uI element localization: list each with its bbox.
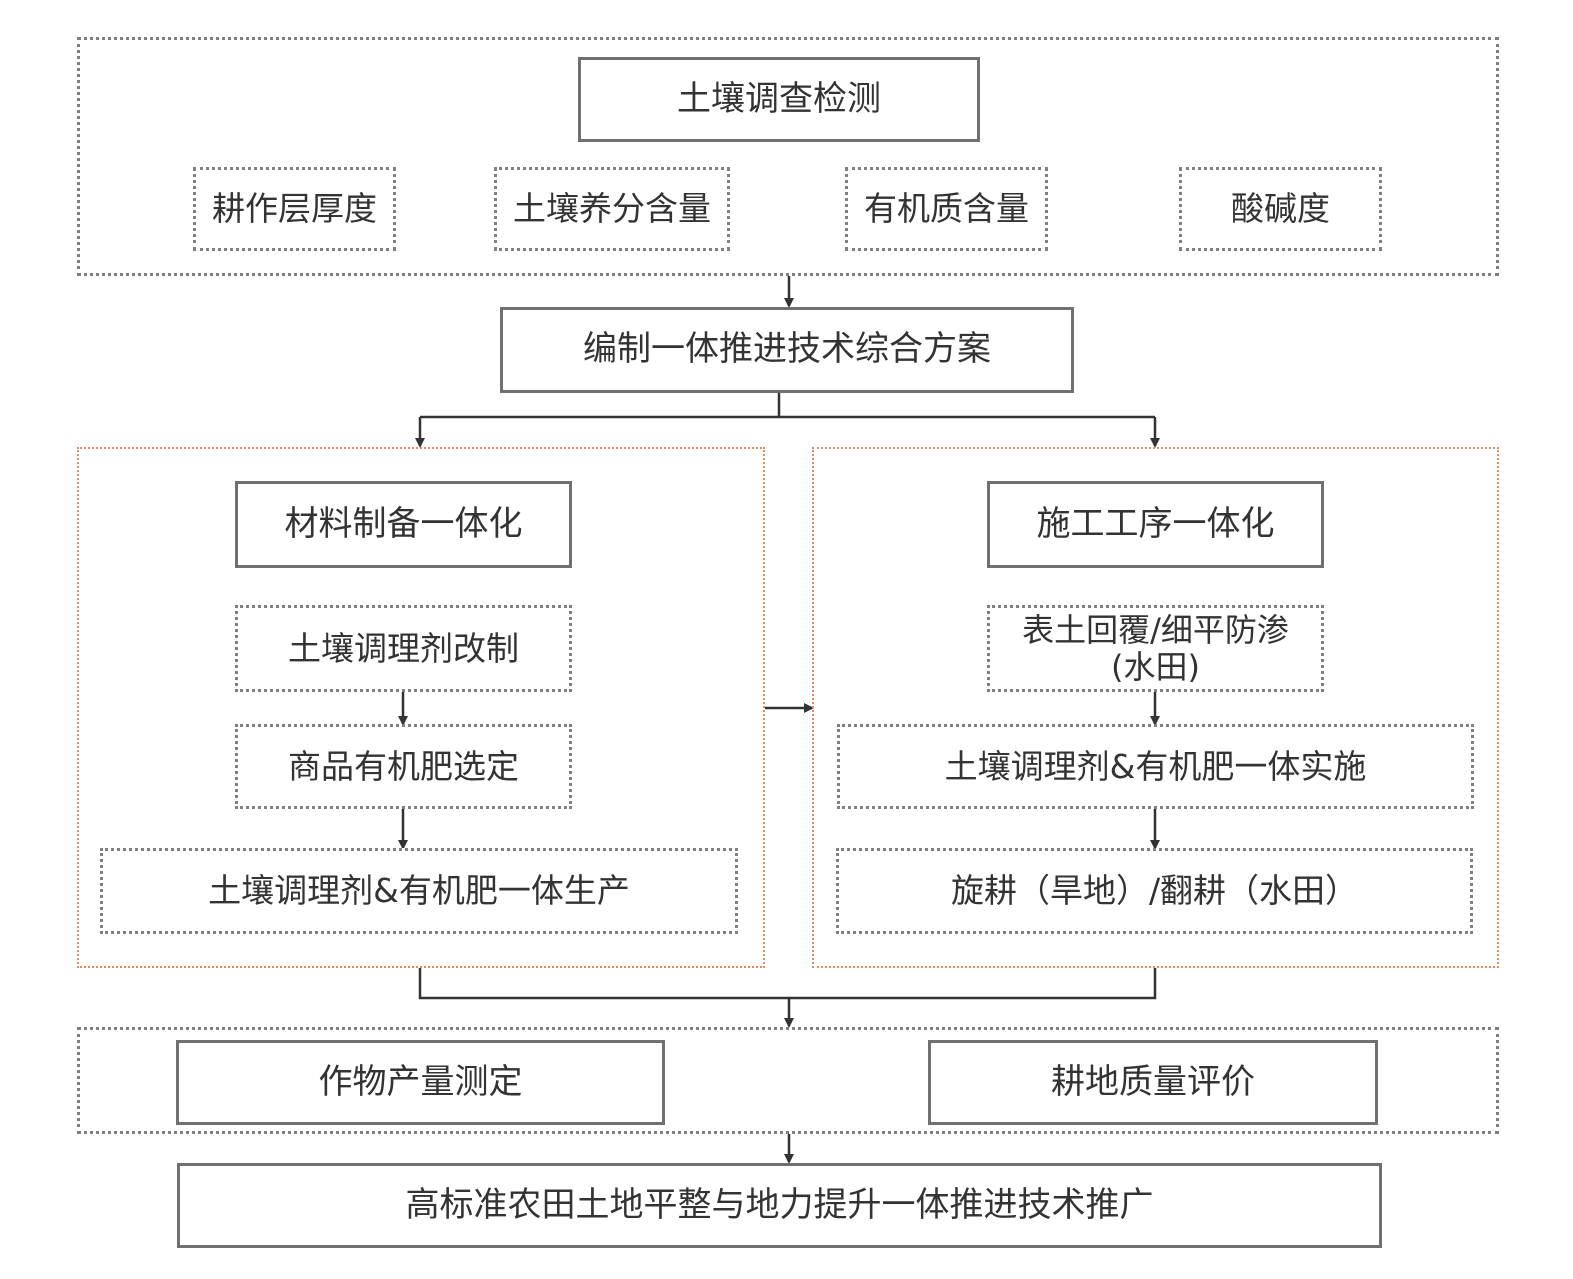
evaluation-crop-yield-box: 作物产量测定 (176, 1040, 665, 1125)
construction-step-topsoil-levelling-line-1: 表土回覆/细平防渗 (1022, 610, 1289, 649)
survey-item-ph: 酸碱度 (1179, 167, 1382, 251)
connector-plan-split (420, 392, 1155, 419)
construction-step-topsoil-levelling: 表土回覆/细平防渗 (水田) (987, 605, 1324, 692)
materials-title-box: 材料制备一体化 (235, 481, 572, 568)
survey-group (77, 37, 1499, 276)
materials-step-conditioner-modification: 土壤调理剂改制 (235, 605, 572, 692)
construction-step-integrated-application: 土壤调理剂&有机肥一体实施 (837, 724, 1474, 809)
evaluation-farmland-quality-box: 耕地质量评价 (928, 1040, 1378, 1125)
survey-item-plough-layer-thickness: 耕作层厚度 (193, 167, 396, 251)
construction-title-box: 施工工序一体化 (987, 481, 1324, 568)
plan-box: 编制一体推进技术综合方案 (500, 307, 1074, 393)
survey-title-box: 土壤调查检测 (578, 57, 980, 142)
construction-group (812, 447, 1499, 968)
connector-merge (418, 968, 1157, 1000)
construction-step-tillage: 旋耕（旱地）/翻耕（水田） (836, 848, 1473, 934)
materials-group (77, 447, 765, 968)
materials-step-integrated-production: 土壤调理剂&有机肥一体生产 (100, 848, 738, 934)
construction-step-topsoil-levelling-line-2: (水田) (1111, 647, 1200, 686)
evaluation-group (77, 1027, 1499, 1134)
materials-step-organic-fertilizer-selection: 商品有机肥选定 (235, 724, 572, 809)
promotion-box: 高标准农田土地平整与地力提升一体推进技术推广 (177, 1163, 1382, 1248)
survey-item-organic-matter: 有机质含量 (845, 167, 1048, 251)
survey-item-soil-nutrients: 土壤养分含量 (494, 167, 730, 251)
